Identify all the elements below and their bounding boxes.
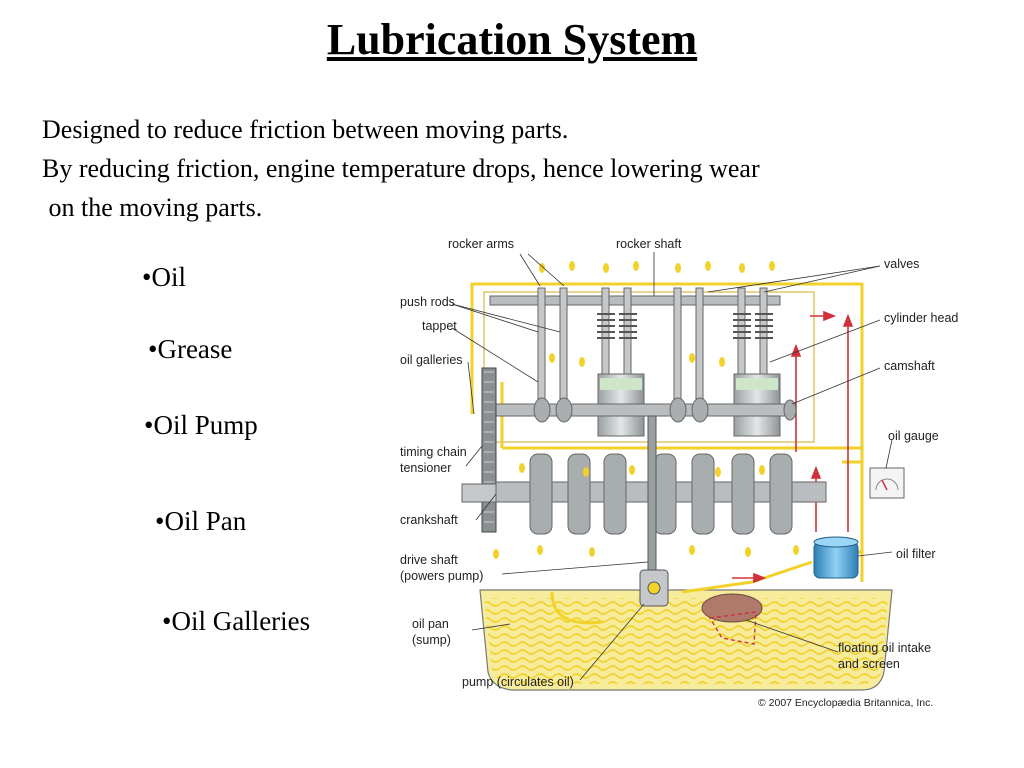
label-rocker-arms: rocker arms [448,237,514,251]
label-oil-pan: oil pan [412,617,449,631]
floating-oil-intake [701,593,763,645]
timing-chain [481,367,497,533]
label-oil-gauge: oil gauge [888,429,939,443]
leader-lines [451,252,893,681]
intro-line: Designed to reduce friction between movi… [42,115,569,144]
oil-lines [470,282,864,625]
flow-arrows [732,310,854,584]
label-cylinder-head: cylinder head [884,311,958,325]
rocker-shaft [489,295,781,306]
intro-line: on the moving parts. [42,193,263,222]
drive-shaft [647,415,657,577]
crankshaft [461,453,827,535]
label-sump: (sump) [412,633,451,647]
label-oil-galleries: oil galleries [400,353,463,367]
bullet-oil: •Oil [142,262,186,292]
slide-title: Lubrication System [326,15,698,64]
label-tensioner: tensioner [400,461,451,475]
label-floating-intake: floating oil intake [838,641,931,655]
label-rocker-shaft: rocker shaft [616,237,682,251]
oil-gauge [869,467,905,499]
valve-springs [597,313,773,339]
bullet-oil-pump: •Oil Pump [144,410,258,440]
label-oil-filter: oil filter [896,547,936,561]
label-camshaft: camshaft [884,359,935,373]
label-pump: pump (circulates oil) [462,675,574,689]
camshaft [495,397,797,423]
oil-pump [639,569,669,607]
oil-pan-sump [479,589,893,691]
label-drive-shaft: drive shaft [400,553,458,567]
label-push-rods: push rods [400,295,455,309]
label-valves: valves [884,257,919,271]
label-and-screen: and screen [838,657,900,671]
label-powers-pump: (powers pump) [400,569,483,583]
intro-line: By reducing friction, engine temperature… [42,154,760,183]
lubrication-diagram: rocker arms rocker shaft valves push rod… [400,237,958,709]
diagram-labels: rocker arms rocker shaft valves push rod… [400,237,958,709]
bullet-grease: •Grease [148,334,233,364]
intro-text: Designed to reduce friction between movi… [42,110,1002,227]
copyright-notice: © 2007 Encyclopædia Britannica, Inc. [758,697,933,709]
bullet-oil-pan: •Oil Pan [155,506,247,536]
bullet-oil-galleries: •Oil Galleries [162,606,311,636]
label-tappet: tappet [422,319,457,333]
oil-filter [813,536,859,579]
push-rods [537,287,768,409]
label-crankshaft: crankshaft [400,513,458,527]
label-timing-chain: timing chain [400,445,467,459]
oil-drops [493,261,799,559]
